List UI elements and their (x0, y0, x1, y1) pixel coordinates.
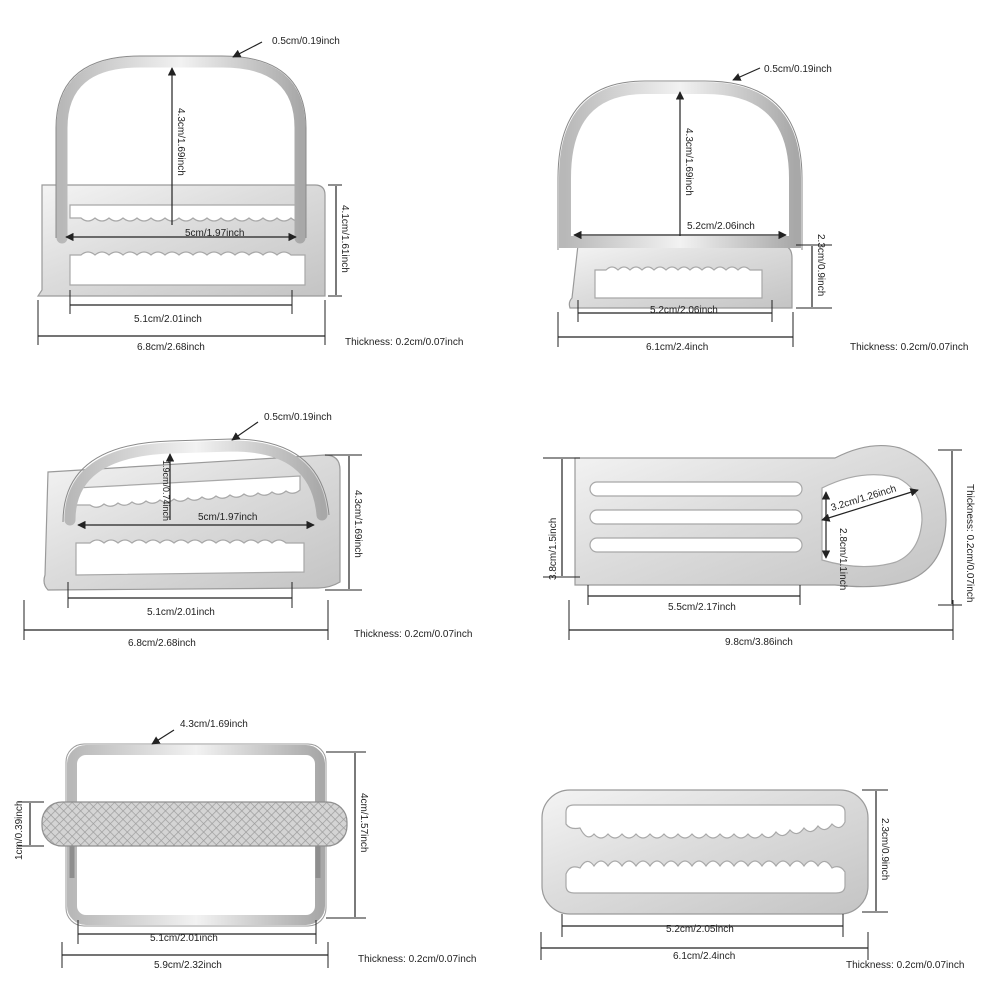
frame-width-pointer (151, 729, 175, 745)
ring-diameter-pointer (231, 421, 259, 441)
ring-width-label: 5.2cm/2.06inch (687, 221, 755, 232)
plate-slot (589, 509, 803, 525)
plate-height-label: 4.3cm/1.69inch (352, 490, 363, 558)
d-ring-edge (55, 55, 307, 238)
dimensions-buckle-b: 0.5cm/0.19inch 4.3cm/1.69inch 5.2cm/2.06… (557, 64, 968, 353)
ring-height-label: 4.3cm/1.69inch (175, 108, 186, 176)
ring-diameter-pointer (732, 67, 761, 81)
thickness-label: Thickness: 0.2cm/0.07inch (354, 629, 472, 640)
d-ring (56, 56, 306, 244)
plate-slot (589, 481, 803, 497)
strap-loop-opening (821, 474, 923, 568)
serrated-slot (565, 860, 846, 894)
loop-length-line (821, 488, 919, 522)
slot-width-label: 5.2cm/2.06inch (650, 305, 718, 316)
total-width-label: 5.9cm/2.32inch (154, 960, 222, 971)
d-ring (559, 82, 801, 248)
plate-height-label: 2.3cm/0.9inch (879, 818, 890, 880)
serrated-slot (69, 251, 306, 286)
slot-width-label: 5.2cm/2.05inch (666, 924, 734, 935)
serrated-slot (75, 475, 301, 508)
loop-height-label: 2.8cm/1.1inch (837, 528, 848, 590)
serrated-slot (594, 266, 763, 299)
roller-height-label: 1cm/0.39inch (14, 801, 25, 860)
plate-height-label: 4.1cm/1.61inch (339, 205, 350, 273)
total-width-label: 9.8cm/3.86inch (725, 637, 793, 648)
crotch-strap-plate (574, 444, 947, 588)
weight-belt-keeper (541, 789, 869, 915)
slot-width-label: 5.1cm/2.01inch (147, 607, 215, 618)
total-width-label: 6.8cm/2.68inch (137, 342, 205, 353)
serrated-slot (565, 804, 846, 839)
ring-diameter-label: 0.5cm/0.19inch (764, 64, 832, 75)
serrated-slot (69, 204, 306, 222)
serrated-slot (75, 539, 305, 576)
d-ring-buckle-b (557, 80, 803, 309)
slot-width-label: 5.5cm/2.17inch (668, 602, 736, 613)
roller-buckle (41, 743, 348, 927)
total-width-label: 6.1cm/2.4inch (673, 951, 735, 962)
ring-width-label: 5cm/1.97inch (198, 512, 257, 523)
thickness-label: Thickness: 0.2cm/0.07inch (358, 954, 476, 965)
knurled-roller (41, 801, 348, 847)
thickness-label: Thickness: 0.2cm/0.07inch (345, 337, 463, 348)
d-ring-buckle-a (36, 55, 326, 297)
frame-width-label: 4.3cm/1.69inch (180, 719, 248, 730)
bent-d-ring-buckle (43, 438, 341, 591)
plate-height-label: 2.3cm/0.9inch (815, 234, 826, 296)
total-width-label: 6.8cm/2.68inch (128, 638, 196, 649)
total-width-label: 6.1cm/2.4inch (646, 342, 708, 353)
ring-diameter-label: 0.5cm/0.19inch (272, 36, 340, 47)
ring-height-label: 1.9cm/0.74inch (161, 460, 171, 521)
ring-height-label: 4.3cm/1.69inch (683, 128, 694, 196)
d-ring-edge (557, 80, 803, 250)
thickness-label: Thickness: 0.2cm/0.07inch (846, 960, 964, 971)
inner-width-label: 5.1cm/2.01inch (150, 933, 218, 944)
d-ring-edge (62, 438, 330, 523)
dimensions-buckle-a: 0.5cm/0.19inch 4.3cm/1.69inch 5cm/1.97in… (37, 36, 463, 353)
ring-diameter-label: 0.5cm/0.19inch (264, 412, 332, 423)
dimensions-buckle-e: 4.3cm/1.69inch 1cm/0.39inch 4cm/1.57inch… (14, 719, 476, 971)
slot-width-label: 5.1cm/2.01inch (134, 314, 202, 325)
plate-slot (589, 537, 803, 553)
ring-diameter-pointer (232, 41, 263, 58)
dimensions-buckle-f: 2.3cm/0.9inch 5.2cm/2.05inch 6.1cm/2.4in… (540, 789, 964, 971)
plate-height-label: 3.8cm/1.5inch (548, 518, 559, 580)
frame-height-label: 4cm/1.57inch (358, 793, 369, 852)
bent-d-ring (64, 440, 328, 526)
dimensions-buckle-c: 0.5cm/0.19inch 1.9cm/0.74inch 5cm/1.97in… (23, 412, 472, 649)
thickness-label: Thickness: 0.2cm/0.07inch (850, 342, 968, 353)
thickness-label: Thickness: 0.2cm/0.07inch (964, 484, 975, 602)
ring-width-label: 5cm/1.97inch (185, 228, 244, 239)
